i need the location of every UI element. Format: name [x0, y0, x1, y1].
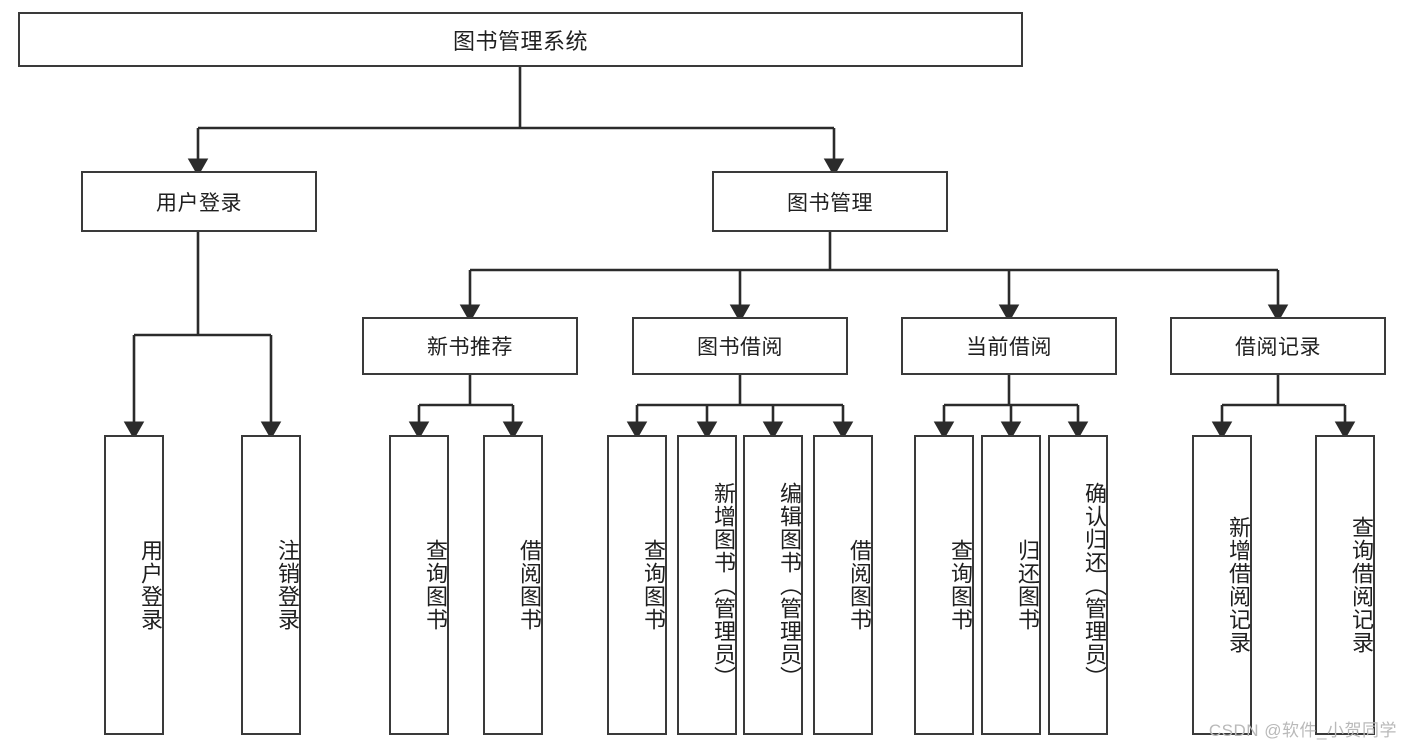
leaf-current-borrow-confirm-return[interactable]: 确认归还（管理员） — [1048, 435, 1108, 735]
leaf-current-borrow-query[interactable]: 查询图书 — [914, 435, 974, 735]
leaf-label: 新增图书（管理员） — [711, 481, 736, 689]
leaf-new-book-query[interactable]: 查询图书 — [389, 435, 449, 735]
node-book-borrow[interactable]: 图书借阅 — [632, 317, 848, 375]
leaf-label: 查询借阅记录 — [1349, 516, 1374, 654]
leaf-user-login-logout[interactable]: 注销登录 — [241, 435, 301, 735]
leaf-label: 借阅图书 — [847, 539, 872, 631]
leaf-book-borrow-edit[interactable]: 编辑图书（管理员） — [743, 435, 803, 735]
leaf-label: 编辑图书（管理员） — [777, 481, 802, 689]
leaf-current-borrow-return[interactable]: 归还图书 — [981, 435, 1041, 735]
node-root-system[interactable]: 图书管理系统 — [18, 12, 1023, 67]
leaf-label: 查询图书 — [641, 539, 666, 631]
node-borrow-record[interactable]: 借阅记录 — [1170, 317, 1386, 375]
leaf-label: 查询图书 — [948, 539, 973, 631]
node-new-book-recommend[interactable]: 新书推荐 — [362, 317, 578, 375]
leaf-borrow-record-add[interactable]: 新增借阅记录 — [1192, 435, 1252, 735]
leaf-book-borrow-borrow[interactable]: 借阅图书 — [813, 435, 873, 735]
leaf-label: 归还图书 — [1015, 539, 1040, 631]
leaf-label: 用户登录 — [138, 539, 163, 631]
leaf-user-login-login[interactable]: 用户登录 — [104, 435, 164, 735]
leaf-label: 新增借阅记录 — [1226, 516, 1251, 654]
leaf-label: 注销登录 — [275, 539, 300, 631]
leaf-label: 借阅图书 — [517, 539, 542, 631]
leaf-book-borrow-add[interactable]: 新增图书（管理员） — [677, 435, 737, 735]
node-current-borrow[interactable]: 当前借阅 — [901, 317, 1117, 375]
leaf-new-book-borrow[interactable]: 借阅图书 — [483, 435, 543, 735]
leaf-book-borrow-query[interactable]: 查询图书 — [607, 435, 667, 735]
leaf-label: 查询图书 — [423, 539, 448, 631]
node-user-login[interactable]: 用户登录 — [81, 171, 317, 232]
leaf-borrow-record-query[interactable]: 查询借阅记录 — [1315, 435, 1375, 735]
watermark-credit: CSDN @软件_小贺同学 — [1208, 721, 1397, 740]
leaf-label: 确认归还（管理员） — [1082, 481, 1107, 689]
node-book-management[interactable]: 图书管理 — [712, 171, 948, 232]
